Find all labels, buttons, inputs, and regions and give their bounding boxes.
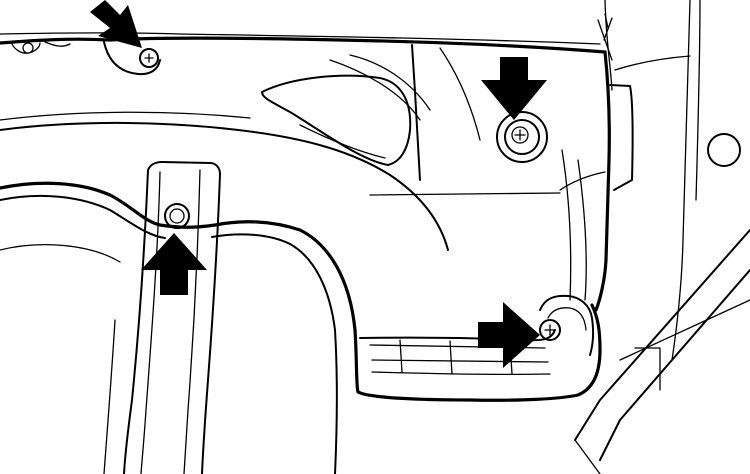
top-left-screw (103, 41, 161, 76)
vertical-strut (103, 161, 221, 474)
arrow-bottom-right (478, 302, 540, 368)
diagonal-beam (574, 229, 750, 474)
arrow-top-left (90, 0, 142, 48)
upper-rail (0, 32, 607, 54)
right-pillar (594, 0, 741, 361)
wheel-arch-panel (0, 44, 606, 301)
center-screw (496, 111, 548, 163)
arrow-center (481, 57, 547, 120)
arrow-lower-left (141, 233, 207, 295)
lower-left-clip (164, 203, 190, 229)
bottom-right-screw (539, 319, 561, 341)
wheel-well-opening (0, 181, 602, 474)
